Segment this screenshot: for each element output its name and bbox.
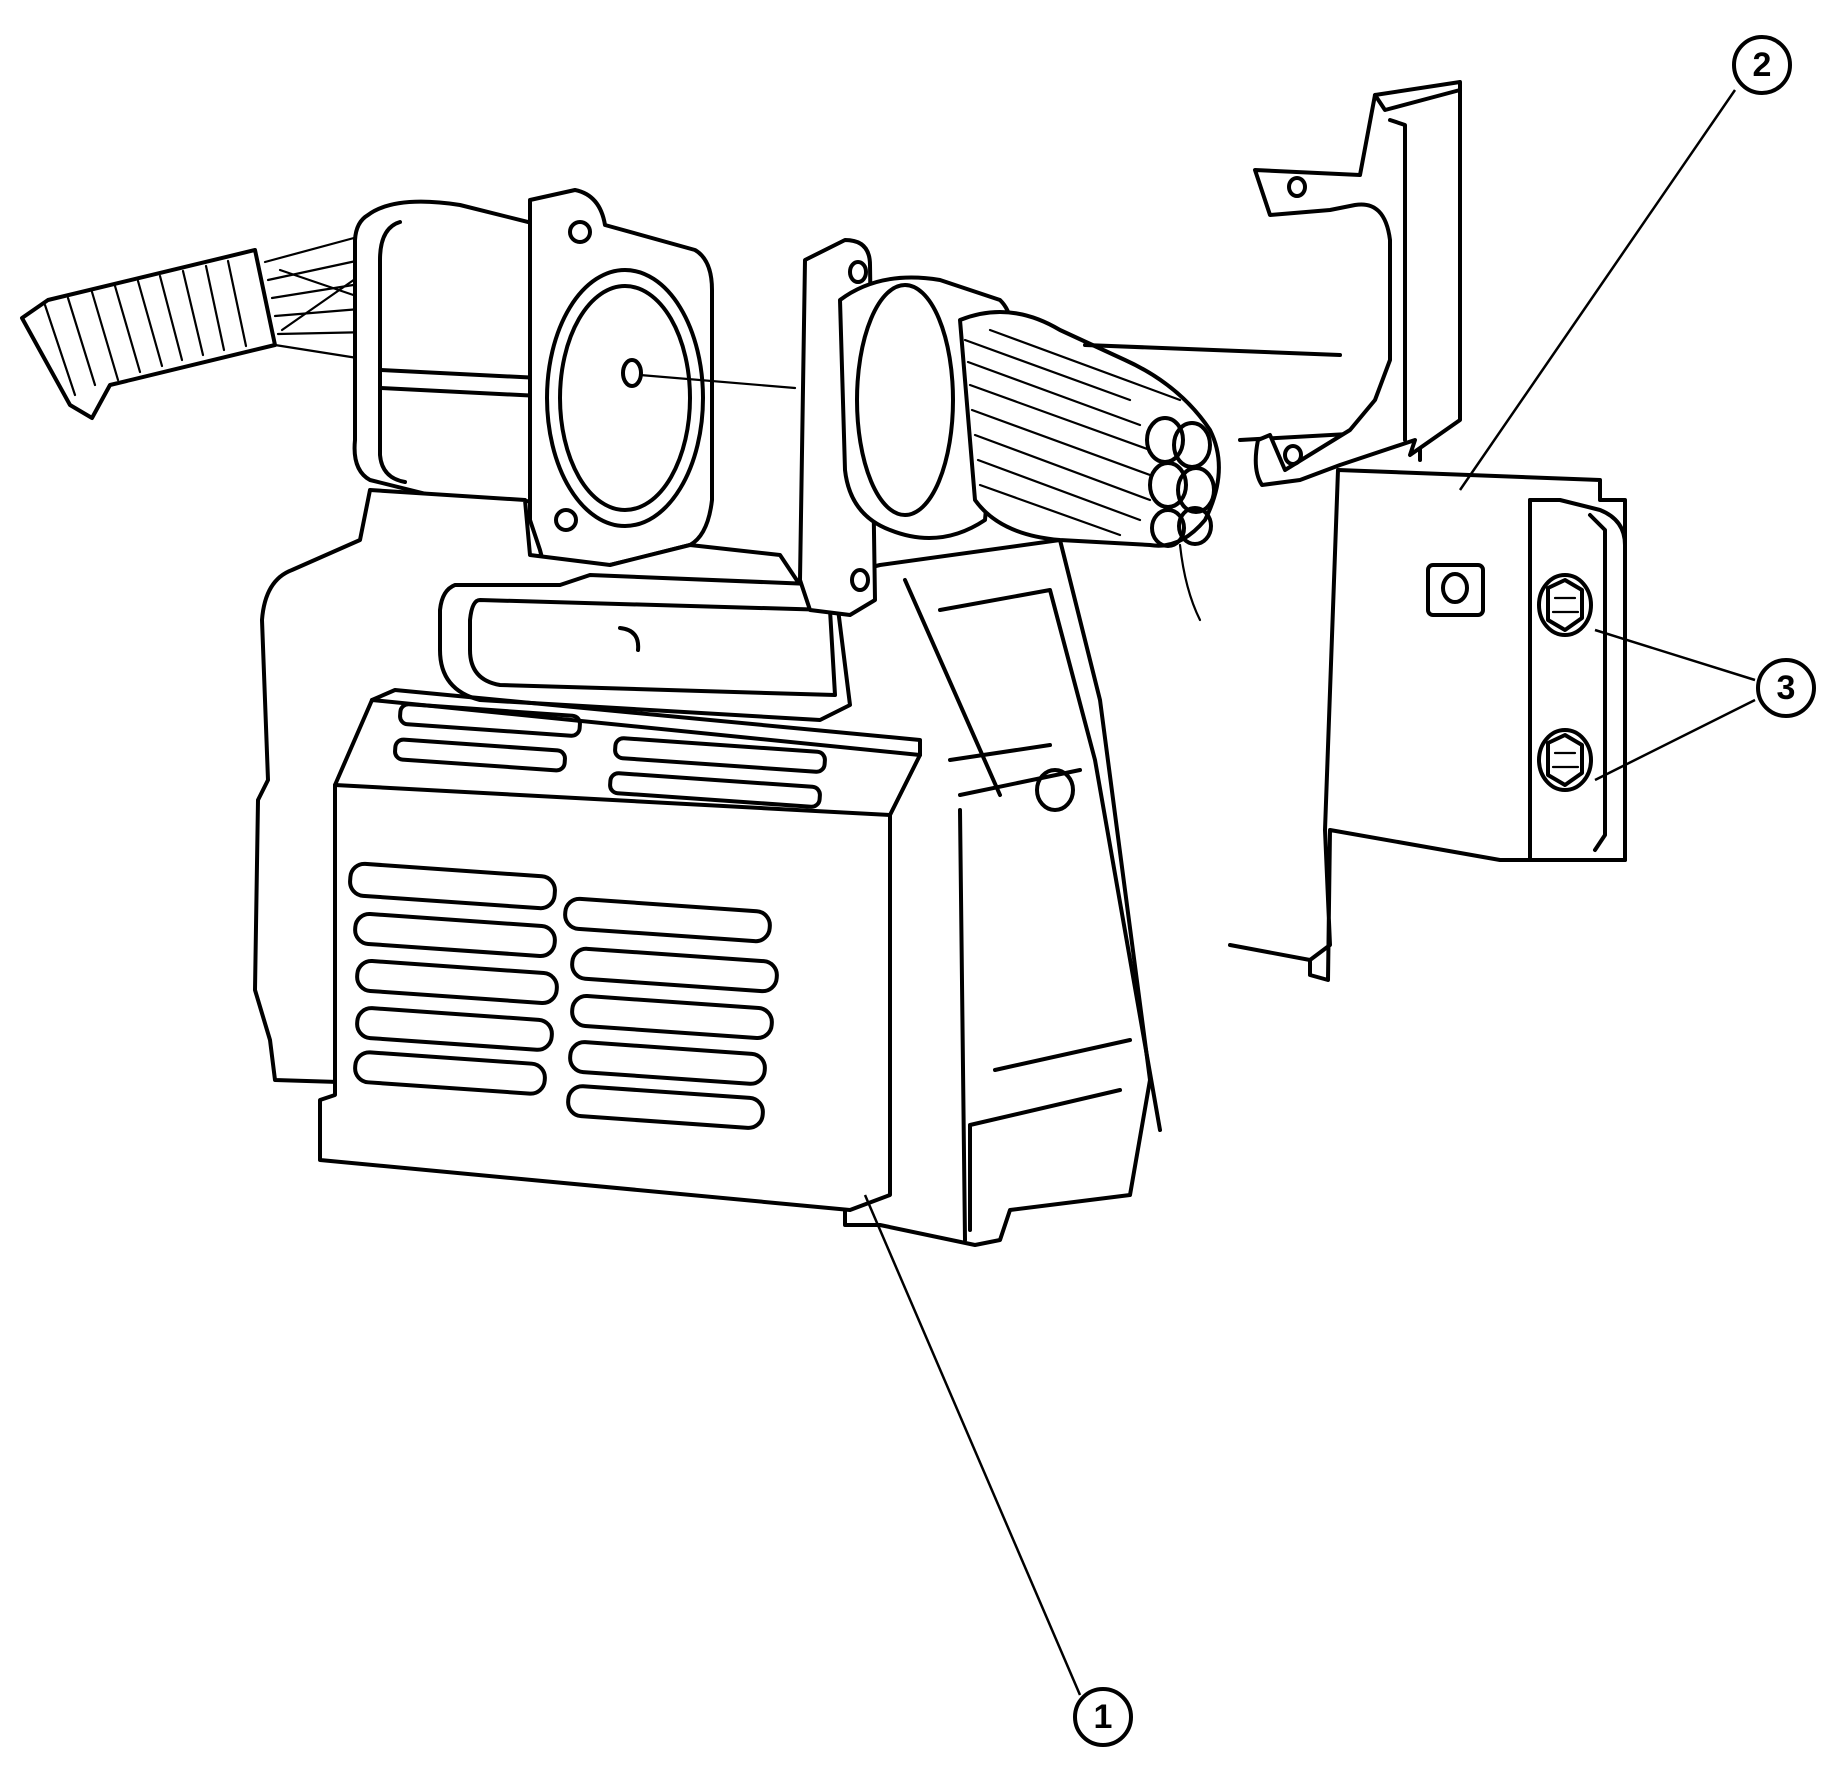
mounting-bolts [1537,573,1593,792]
hook-bracket [1253,80,1462,487]
callout-1: 1 [1073,1687,1133,1747]
bolt-upper [1537,573,1593,637]
leader-3a [1594,628,1756,682]
leader-3b [1594,698,1756,782]
callout-2: 2 [1732,35,1792,95]
wiring-harness [20,233,374,420]
left-connector [352,188,797,581]
callout-3-label: 3 [1777,669,1796,707]
leader-2 [1458,89,1737,491]
leader-1 [863,1194,1082,1696]
callout-1-label: 1 [1094,1698,1113,1736]
control-module [253,488,1162,1247]
bolt-lower [1537,728,1593,792]
right-connector [798,238,1422,622]
callout-2-label: 2 [1753,46,1772,84]
mounting-bracket [1228,468,1627,982]
callout-3: 3 [1756,658,1816,718]
leader-lines [863,89,1756,1696]
